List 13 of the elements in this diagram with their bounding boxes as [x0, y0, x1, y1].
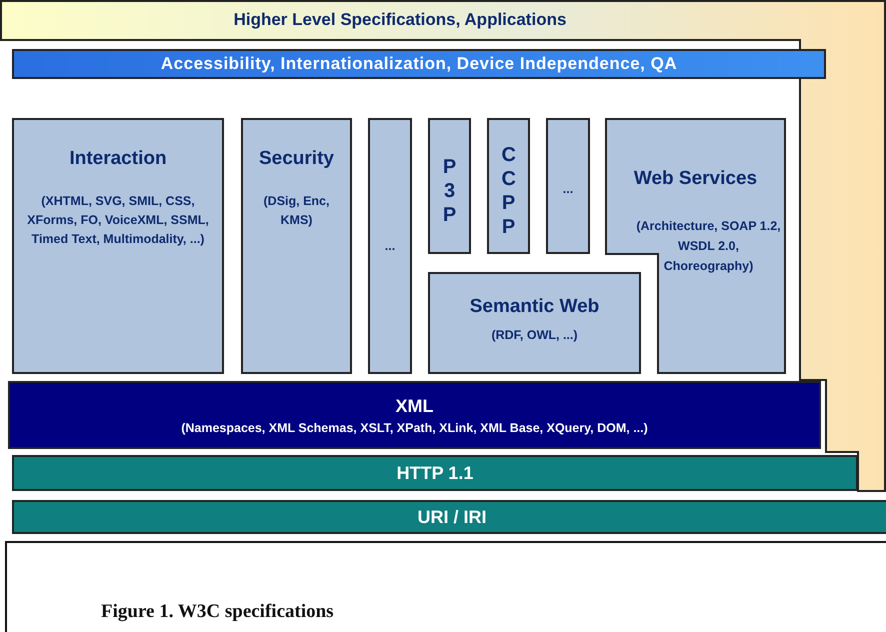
figure-caption: Figure 1. W3C specifications [101, 601, 334, 623]
spec-box: Web Services (Architecture, SOAP 1.2, WSDL 2.0, Choreography) [605, 118, 786, 374]
layer-band: URI / IRI [12, 500, 886, 534]
layer-band: Accessibility, Internationalization, Device Independence, QA [12, 49, 826, 79]
spec-box: ... [368, 118, 412, 374]
spec-box: Interaction (XHTML, SVG, SMIL, CSS, XForms, FO, VoiceXML, SSML, Timed Text, Multimodality, ...) [12, 118, 224, 374]
spec-box: ... [546, 118, 590, 254]
spec-box: Semantic Web (RDF, OWL, ...) [428, 272, 641, 374]
layer-band: HTTP 1.1 [12, 455, 858, 491]
spec-box: Security (DSig, Enc, KMS) [241, 118, 352, 374]
spec-box: CCPP [487, 118, 530, 254]
layer-band: XML (Namespaces, XML Schemas, XSLT, XPath, XLink, XML Base, XQuery, DOM, ...) [8, 381, 821, 449]
spec-box: P3P [428, 118, 471, 254]
